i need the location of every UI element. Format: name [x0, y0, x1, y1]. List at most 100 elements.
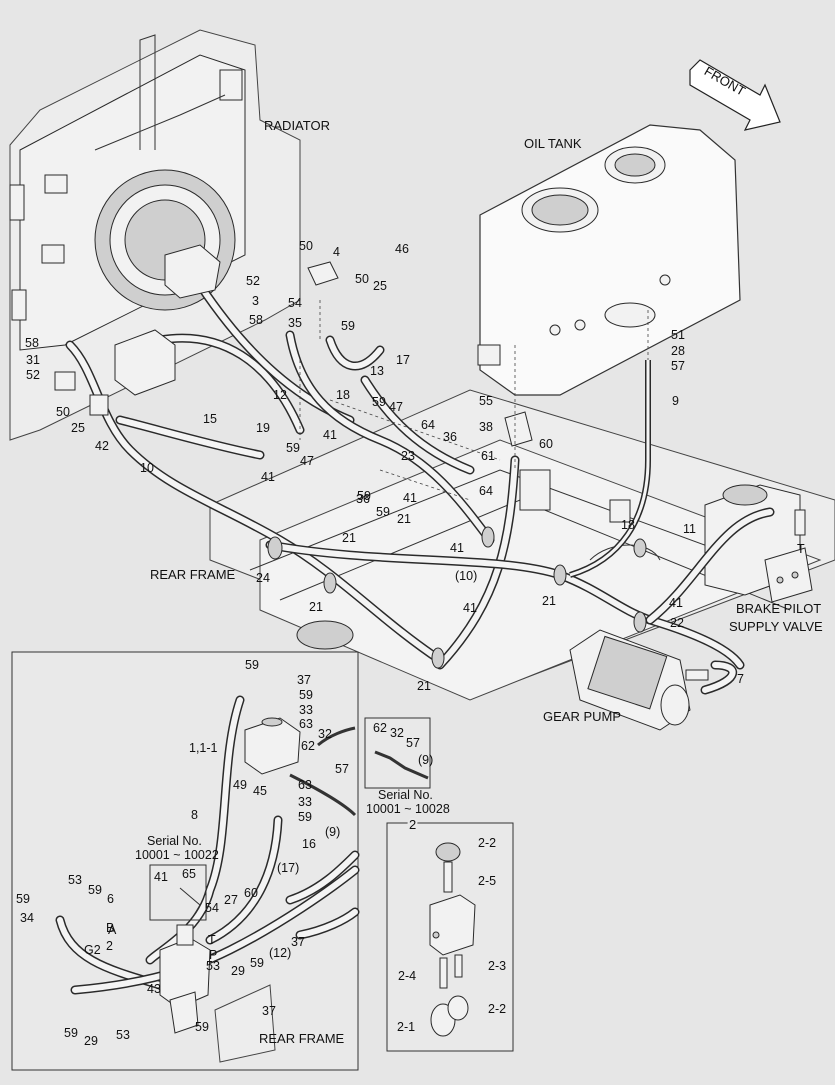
callout-label: 2-3 — [488, 959, 506, 973]
inset-right-callouts: 2-22-52-42-32-22-1 — [397, 836, 506, 1034]
callout-label: 2-2 — [478, 836, 496, 850]
callout-label: 47 — [389, 400, 403, 414]
callout-label: 58 — [25, 336, 39, 350]
callout-label: 59 — [341, 319, 355, 333]
serial-a-line1: Serial No. — [147, 834, 202, 848]
callout-label: G2 — [84, 943, 101, 957]
callout-label: 63 — [298, 778, 312, 792]
inset-right-title: 2 — [409, 817, 416, 832]
callout-label: 54 — [205, 901, 219, 915]
serial-b-part-57: 57 — [406, 736, 420, 750]
callout-label: 59 — [195, 1020, 209, 1034]
callout-label: P — [209, 948, 217, 962]
callout-label: 2 — [106, 939, 113, 953]
callout-label: 41 — [323, 428, 337, 442]
callout-label: A — [108, 923, 117, 937]
callout-label: 55 — [479, 394, 493, 408]
valve-blocks — [54, 244, 533, 447]
callout-label: 21 — [342, 531, 356, 545]
callout-label: 15 — [203, 412, 217, 426]
serial-a-part-65: 65 — [182, 867, 196, 881]
callout-label: 35 — [288, 316, 302, 330]
callout-label: B — [106, 921, 114, 935]
inset-right: 2 2-22-52-42-32-22-1 — [386, 815, 514, 1052]
callout-label: 33 — [298, 795, 312, 809]
rear-frame-inset-label: REAR FRAME — [259, 1031, 345, 1046]
callout-label: 42 — [95, 439, 109, 453]
callout-label: 16 — [302, 837, 316, 851]
serial-b-line1: Serial No. — [378, 788, 433, 802]
callout-label: 41 — [463, 601, 477, 615]
brake-pilot-supply-valve — [704, 484, 813, 603]
oil-tank-label: OIL TANK — [524, 136, 582, 151]
callout-label: 2-5 — [478, 874, 496, 888]
callout-label: 54 — [288, 296, 302, 310]
callout-label: 1,1-1 — [189, 741, 218, 755]
callout-label: 59 — [298, 810, 312, 824]
callout-label: 59 — [357, 489, 371, 503]
callout-label: 19 — [256, 421, 270, 435]
callout-label: 2-4 — [398, 969, 416, 983]
callout-label: 25 — [373, 279, 387, 293]
callout-label: 59 — [376, 505, 390, 519]
callout-label: 29 — [84, 1034, 98, 1048]
callout-label: 61 — [481, 449, 495, 463]
hose-clamps — [267, 526, 647, 669]
callout-label: 41 — [403, 491, 417, 505]
callout-label: 4 — [333, 245, 340, 259]
callout-label: (10) — [455, 569, 477, 583]
callout-label: 41 — [669, 596, 683, 610]
gear-pump-label: GEAR PUMP — [543, 709, 621, 724]
callout-label: 21 — [542, 594, 556, 608]
callout-label: 28 — [671, 344, 685, 358]
callout-label: 50 — [56, 405, 70, 419]
callout-label: 17 — [396, 353, 410, 367]
serial-b-part-9: (9) — [418, 753, 433, 767]
callout-label: 53 — [68, 873, 82, 887]
gear-pump — [569, 629, 709, 731]
serial-b-part-62: 62 — [373, 721, 387, 735]
oil-tank — [477, 124, 741, 396]
callout-label: 23 — [401, 449, 415, 463]
callout-label: 50 — [355, 272, 369, 286]
callout-label: 50 — [299, 239, 313, 253]
callout-label: 46 — [395, 242, 409, 256]
callout-label: 47 — [300, 454, 314, 468]
brake-pilot-label-line1: BRAKE PILOT — [736, 601, 821, 616]
brake-pilot-label-line2: SUPPLY VALVE — [729, 619, 823, 634]
callout-label: 53 — [116, 1028, 130, 1042]
callout-label: 59 — [286, 441, 300, 455]
callout-label: 22 — [670, 616, 684, 630]
callout-label: 8 — [191, 808, 198, 822]
callout-label: T — [797, 542, 805, 556]
serial-a-line2: 10001 ~ 10022 — [135, 848, 219, 862]
callout-label: 41 — [261, 470, 275, 484]
radiator-label: RADIATOR — [264, 118, 330, 133]
front-arrow: FRONT — [689, 59, 781, 131]
callout-label: 59 — [250, 956, 264, 970]
callout-label: 63 — [299, 717, 313, 731]
callout-label: 27 — [224, 893, 238, 907]
callout-label: 21 — [309, 600, 323, 614]
callout-label: 24 — [256, 571, 270, 585]
callout-label: 18 — [336, 388, 350, 402]
callout-label: 12 — [273, 388, 287, 402]
callout-label: 9 — [672, 394, 679, 408]
callout-label: 37 — [291, 935, 305, 949]
callout-label: 59 — [299, 688, 313, 702]
callout-label: 25 — [71, 421, 85, 435]
callout-label: 37 — [297, 673, 311, 687]
callout-label: 60 — [244, 886, 258, 900]
callout-label: 59 — [372, 395, 386, 409]
callout-label: (12) — [269, 946, 291, 960]
callout-label: 59 — [88, 883, 102, 897]
serial-b-line2: 10001 ~ 10028 — [366, 802, 450, 816]
serial-b-part-32: 32 — [390, 726, 404, 740]
callout-label: 62 — [301, 739, 315, 753]
callout-label: 7 — [737, 672, 744, 686]
callout-label: 45 — [253, 784, 267, 798]
